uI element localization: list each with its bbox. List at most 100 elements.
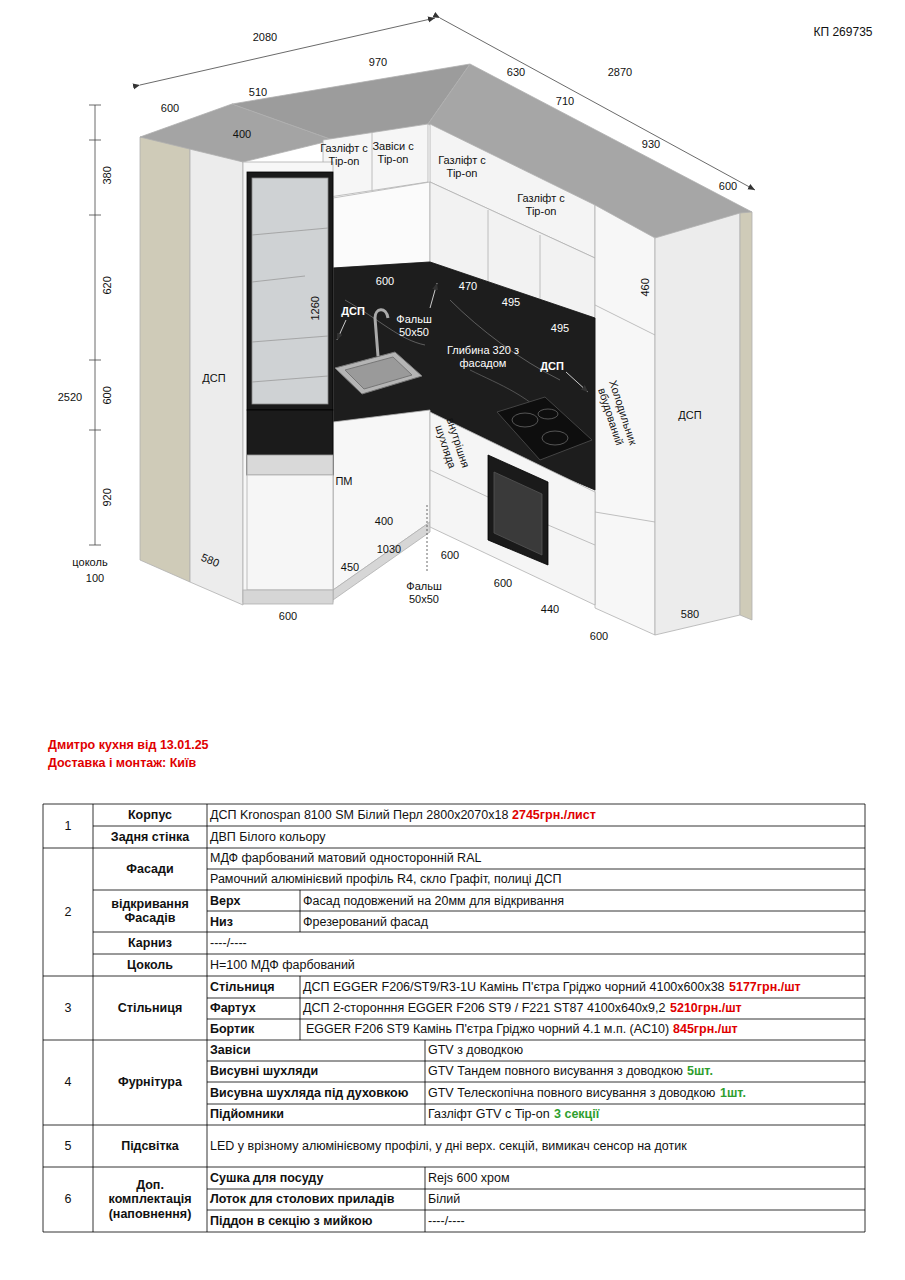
drawing-label: 495 (551, 322, 569, 335)
drawing-label: 600 (494, 577, 512, 590)
table-cell: 3 (65, 1001, 72, 1015)
drawing-label: 495 (502, 296, 520, 309)
table-cell: Лоток для столових приладів (210, 1192, 394, 1206)
drawing-label: 630 (507, 66, 525, 79)
table-cell: Бортик (210, 1022, 254, 1036)
table-cell: Низ (210, 915, 233, 929)
table-cell: ----/---- (428, 1214, 465, 1228)
drawing-label: 2870 (608, 66, 632, 79)
drawing-label: 100 (86, 572, 104, 585)
drawing-label: ДСП (678, 409, 701, 422)
table-cell: Сушка для посуду (210, 1171, 323, 1185)
table-cell: Верх (210, 894, 240, 908)
table-cell: Стільниця (118, 1001, 182, 1015)
drawing-label: Завіси с Tip-on (368, 140, 418, 165)
drawing-label: 970 (369, 56, 387, 69)
table-cell: Фрезерований фасад (303, 915, 428, 929)
drawing-label: Газліфт с Tip-on (316, 142, 372, 167)
table-cell: Стільниця (210, 980, 274, 994)
drawing-label: 600 (101, 386, 114, 404)
drawing-label: КП 269735 (814, 26, 873, 40)
table-cell: Фасади (126, 862, 173, 876)
table-cell: Піддон в секцію з мийкою (210, 1214, 372, 1228)
drawing-label: 450 (341, 561, 359, 574)
table-cell: Доп. комплектація (наповнення) (96, 1178, 204, 1221)
table-cell: Цоколь (127, 958, 173, 972)
table-cell: 845грн./шт (673, 1022, 738, 1036)
drawing-label: Фальш 50x50 (388, 313, 440, 338)
drawing-label: 2520 (58, 391, 82, 404)
table-grid (43, 804, 865, 1232)
table-cell: МДФ фарбований матовий односторонній RAL (210, 851, 481, 865)
drawing-label: 460 (639, 278, 652, 296)
table-cell: Підйомники (210, 1107, 284, 1121)
table-cell: Підсвітка (121, 1139, 179, 1153)
table-cell: Фасад подовжений на 20мм для відкривання (303, 894, 564, 908)
table-cell: 2745грн./лист (512, 808, 596, 822)
drawing-label: 400 (233, 128, 251, 141)
drawing-label: 2080 (253, 31, 277, 44)
drawing-label: 510 (249, 86, 267, 99)
table-cell: Карниз (128, 936, 172, 950)
leader-lines (337, 283, 588, 392)
drawing-label: 400 (375, 515, 393, 528)
drawing-label: 580 (681, 608, 699, 621)
table-cell: ДСП Kronospan 8100 SM Білий Перл 2800x20… (210, 808, 508, 822)
drawing-label: 930 (642, 138, 660, 151)
drawing-label: 1260 (309, 296, 322, 320)
table-cell: Rejs 600 хром (428, 1171, 510, 1185)
table-cell: GTV Тандем повного висування з доводкою (428, 1064, 683, 1078)
drawing-label: 600 (590, 630, 608, 643)
drawing-label: 600 (279, 610, 297, 623)
table-cell: GTV Телескопічна повного висування з дов… (428, 1086, 716, 1100)
drawing-label: 600 (161, 102, 179, 115)
title: Дмитро кухня від 13.01.25 (48, 738, 209, 752)
subtitle: Доставка і монтаж: Київ (48, 756, 196, 770)
table-cell: Завіси (210, 1043, 251, 1057)
drawing-label: 600 (441, 549, 459, 562)
drawing-label: 440 (541, 603, 559, 616)
table-cell: Висувна шухляда під духовкою (210, 1086, 408, 1100)
table-cell: LED у врізному алюмінієвому профілі, у д… (210, 1139, 687, 1153)
drawing-label: Глибина 320 з фасадом (442, 344, 524, 369)
table-cell: Фартух (210, 1001, 256, 1015)
table-cell: ДСП EGGER F206/ST9/R3-1U Камінь П'єтра Г… (303, 980, 725, 994)
falsh-line (427, 505, 428, 572)
table-cell: 5210грн./шт (670, 1001, 742, 1015)
drawing-label: цоколь (72, 556, 107, 569)
table-cell: Газліфт GTV с Tip-on (428, 1107, 550, 1121)
table-cell: Висувні шухляди (210, 1064, 318, 1078)
drawing-label: Газліфт с Tip-on (432, 154, 492, 179)
drawing-label: 380 (101, 166, 114, 184)
drawing-label: ДСП (540, 360, 564, 373)
table-cell: Фурнітура (118, 1075, 182, 1089)
table-cell: 5 (65, 1139, 72, 1153)
table-cell: 2 (65, 905, 72, 919)
table-cell: Корпус (128, 808, 172, 822)
drawing-label: 920 (101, 488, 114, 506)
table-cell: 5шт. (687, 1064, 713, 1078)
table-cell: 6 (65, 1192, 72, 1206)
table-cell: 1шт. (720, 1086, 746, 1100)
table-cell: GTV з доводкою (428, 1043, 523, 1057)
table-cell: Задня стінка (111, 830, 189, 844)
drawing-label: ДСП (341, 305, 365, 318)
table-cell: H=100 МДФ фарбований (210, 958, 355, 972)
drawing-label: 600 (376, 275, 394, 288)
drawing-label: 470 (459, 280, 477, 293)
table-cell: 4 (65, 1075, 72, 1089)
drawing-label: 600 (719, 180, 737, 193)
drawing-label: 710 (556, 95, 574, 108)
table-cell: відкривання Фасадів (95, 897, 205, 926)
table-cell: ----/---- (210, 936, 247, 950)
drawing-label: ПМ (335, 475, 352, 488)
table-cell: 3 секції (554, 1107, 599, 1121)
drawing-label: Фальш 50x50 (398, 580, 450, 605)
drawing-label: 620 (101, 276, 114, 294)
drawing-label: ДСП (202, 372, 225, 385)
table-cell: EGGER F206 ST9 Камінь П'єтра Гріджо чорн… (306, 1022, 669, 1036)
kitchen-body (140, 64, 752, 635)
table-cell: ДВП Білого кольору (210, 830, 325, 844)
table-cell: ДСП 2-сторонння EGGER F206 ST9 / F221 ST… (303, 1001, 666, 1015)
table-cell: Рамочний алюмінієвий профіль R4, скло Гр… (210, 872, 562, 886)
